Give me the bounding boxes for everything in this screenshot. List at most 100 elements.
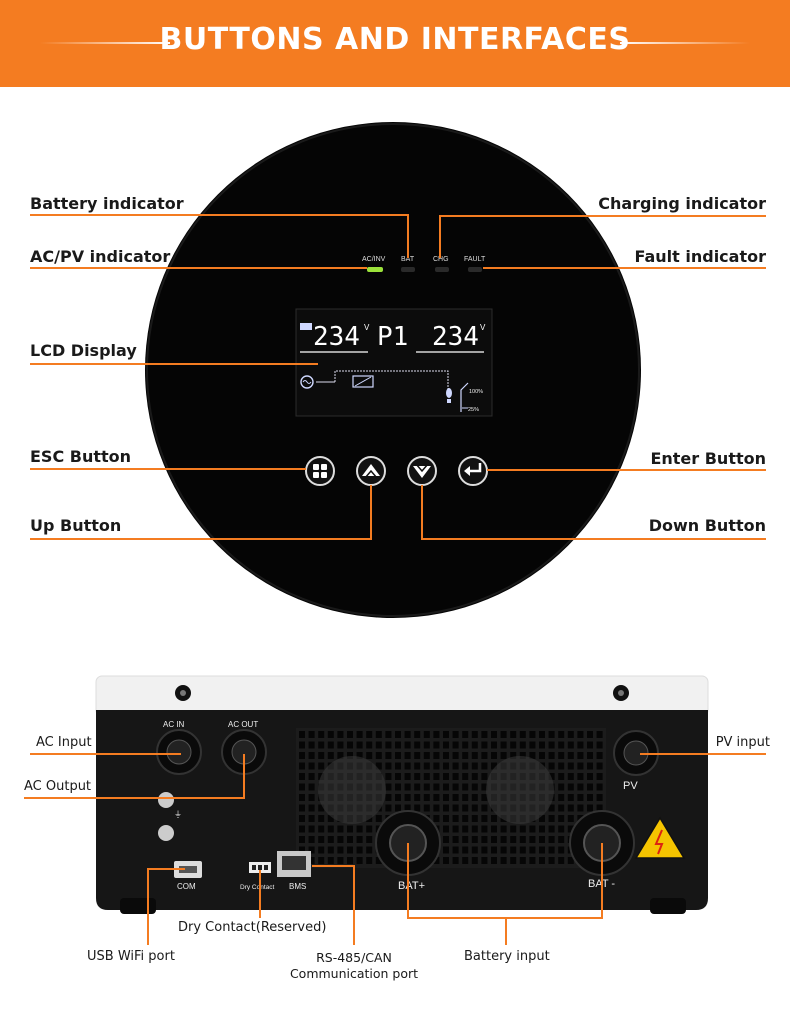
vent-hole <box>318 731 325 738</box>
vent-hole <box>327 731 334 738</box>
vent-hole <box>347 846 353 854</box>
enter-arrow-icon <box>464 463 482 476</box>
vent-hole <box>318 815 325 822</box>
vent-hole <box>433 783 440 791</box>
led-label-ac-inv: AC/INV <box>362 256 386 263</box>
vent-hole <box>452 752 459 759</box>
vent-hole <box>500 857 507 864</box>
vent-hole <box>366 752 373 759</box>
vent-hole <box>404 773 411 780</box>
vent-hole <box>414 783 421 791</box>
enter-button[interactable] <box>458 456 488 486</box>
vent-hole <box>567 783 574 791</box>
led-ac-inv <box>367 267 383 272</box>
vent-hole <box>510 741 517 749</box>
vent-hole <box>337 731 344 738</box>
vent-hole <box>366 825 373 833</box>
vent-hole <box>443 783 449 791</box>
callout-ac-input: AC Input <box>36 735 92 750</box>
vent-hole <box>539 857 545 864</box>
down-button[interactable] <box>407 456 437 486</box>
vent-hole <box>433 752 440 759</box>
vent-hole <box>308 773 315 780</box>
vent-hole <box>395 804 401 812</box>
vent-hole <box>337 825 344 833</box>
vent-hole <box>452 804 459 812</box>
esc-button[interactable] <box>305 456 335 486</box>
vent-hole <box>375 752 382 759</box>
vent-hole <box>443 846 449 854</box>
vent-hole <box>500 836 507 843</box>
vent-hole <box>539 846 545 854</box>
vent-hole <box>567 731 574 738</box>
vent-hole <box>567 794 574 801</box>
vent-hole <box>443 804 449 812</box>
vent-hole <box>567 741 574 749</box>
vent-hole <box>587 731 593 738</box>
vent-hole <box>481 825 488 833</box>
rear-callout-lines <box>24 753 766 945</box>
port-label-ac-in: AC IN <box>163 720 185 729</box>
vent-hole <box>414 741 421 749</box>
vent-hole <box>308 804 315 812</box>
vent-hole <box>385 804 392 812</box>
vent-hole <box>548 731 555 738</box>
vent-hole <box>299 836 305 843</box>
vent-hole <box>481 752 488 759</box>
vent-hole <box>452 783 459 791</box>
lcd-mode: P1 <box>377 322 408 352</box>
vent-hole <box>462 794 469 801</box>
vent-hole <box>548 857 555 864</box>
vent-hole <box>385 752 392 759</box>
vent-hole <box>548 825 555 833</box>
vent-hole <box>500 825 507 833</box>
vent-hole <box>366 857 373 864</box>
vent-hole <box>471 741 478 749</box>
vent-hole <box>423 741 430 749</box>
vent-hole <box>308 783 315 791</box>
vent-hole <box>567 773 574 780</box>
vent-hole <box>395 794 401 801</box>
vent-hole <box>347 752 353 759</box>
vent-hole <box>299 804 305 812</box>
vent-hole <box>443 857 449 864</box>
front-callout-lines <box>30 214 766 540</box>
lcd-load-bottom: 25% <box>468 407 479 413</box>
vent-hole <box>462 762 469 770</box>
vent-hole <box>337 836 344 843</box>
vent-hole <box>500 741 507 749</box>
vent-hole <box>567 752 574 759</box>
vent-hole <box>539 731 545 738</box>
vent-hole <box>500 846 507 854</box>
vent-hole <box>318 752 325 759</box>
vent-hole <box>491 836 497 843</box>
page-title: BUTTONS AND INTERFACES <box>159 22 631 57</box>
vent-hole <box>587 762 593 770</box>
vent-hole <box>327 741 334 749</box>
vent-hole <box>558 825 565 833</box>
up-button[interactable] <box>356 456 386 486</box>
vent-hole <box>491 857 497 864</box>
vent-hole <box>481 731 488 738</box>
vent-hole <box>452 731 459 738</box>
lcd-load-top: 100% <box>469 389 483 395</box>
vent-hole <box>433 731 440 738</box>
warning-triangle-icon <box>634 816 686 859</box>
vent-hole <box>404 794 411 801</box>
vent-hole <box>375 762 382 770</box>
vent-hole <box>481 741 488 749</box>
vent-hole <box>414 773 421 780</box>
vent-hole <box>587 773 593 780</box>
port-label-pv: PV <box>623 780 638 792</box>
vent-hole <box>587 804 593 812</box>
vent-hole <box>491 741 497 749</box>
vent-hole <box>462 825 469 833</box>
vent-hole <box>423 783 430 791</box>
vent-hole <box>308 846 315 854</box>
vent-hole <box>423 762 430 770</box>
led-fault <box>468 267 482 272</box>
vent-hole <box>443 762 449 770</box>
callout-rs485-line2: Communication port <box>289 966 419 981</box>
vent-hole <box>299 825 305 833</box>
